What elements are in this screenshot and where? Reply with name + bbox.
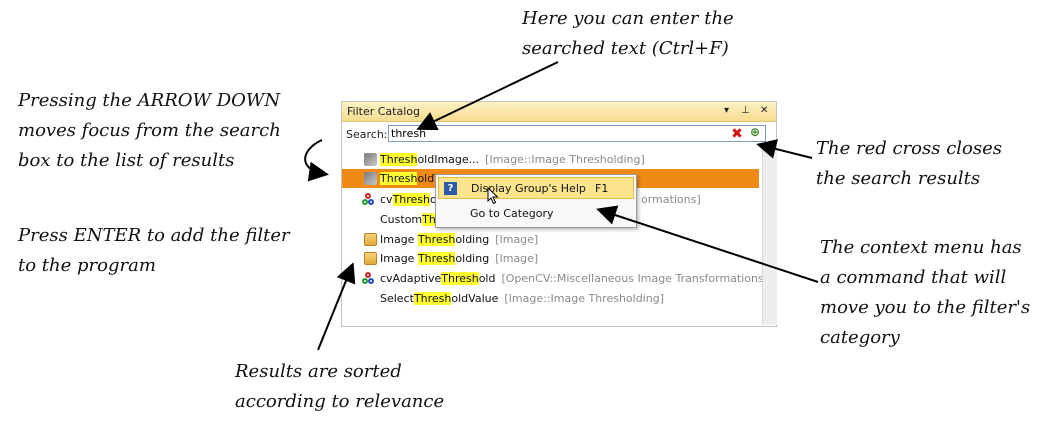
help-icon: ? bbox=[444, 182, 457, 195]
annotation-line: box to the list of results bbox=[18, 150, 235, 171]
menu-item-label: Display Group's Help bbox=[471, 182, 586, 195]
menu-item-go-to-category[interactable]: Go to Category bbox=[438, 203, 634, 225]
annotation-search-field: Here you can enter the searched text (Ct… bbox=[522, 4, 734, 64]
annotation-line: Here you can enter the bbox=[522, 8, 734, 29]
list-item[interactable]: SelectThresholdValue[Image::Image Thresh… bbox=[380, 292, 664, 305]
context-menu: ? Display Group's Help F1 Go to Category bbox=[435, 174, 637, 228]
search-row: Search: bbox=[342, 122, 776, 146]
annotation-arrow-down: Pressing the ARROW DOWN moves focus from… bbox=[18, 86, 281, 176]
annotation-line: a command that will bbox=[820, 267, 1007, 288]
annotation-sorting: Results are sorted according to relevanc… bbox=[235, 357, 444, 417]
opencv-icon bbox=[362, 193, 375, 206]
tool-icon bbox=[364, 153, 377, 166]
list-item[interactable]: cvAdaptiveThreshold[OpenCV::Miscellaneou… bbox=[342, 269, 768, 288]
annotation-line: move you to the filter's bbox=[820, 297, 1031, 318]
list-item[interactable]: CustomThr bbox=[380, 213, 441, 226]
panel-title: Filter Catalog bbox=[347, 105, 420, 118]
list-item[interactable]: cvThreshol ormations] bbox=[342, 190, 759, 209]
menu-item-shortcut: F1 bbox=[595, 182, 609, 195]
menu-item-label: Go to Category bbox=[470, 207, 554, 220]
arrow-to-results bbox=[304, 139, 329, 182]
annotation-line: searched text (Ctrl+F) bbox=[522, 38, 729, 59]
list-item[interactable]: ThresholdImage...[Image::Image Threshold… bbox=[342, 150, 759, 169]
close-icon[interactable]: ✕ bbox=[760, 105, 769, 116]
pin-icon[interactable]: ⊥ bbox=[741, 105, 750, 116]
annotation-line: to the program bbox=[18, 255, 156, 276]
opencv-icon bbox=[362, 272, 375, 285]
add-search-icon[interactable]: ⊕ bbox=[749, 125, 761, 139]
search-label: Search: bbox=[346, 128, 388, 141]
annotation-red-cross: The red cross closes the search results bbox=[816, 134, 1002, 194]
mouse-cursor-icon bbox=[487, 187, 499, 205]
annotation-line: the search results bbox=[816, 168, 981, 189]
annotation-line: category bbox=[820, 327, 900, 348]
clear-search-icon[interactable]: ✖ bbox=[731, 126, 743, 142]
list-item[interactable]: Image Thresholding[Image] bbox=[342, 249, 759, 268]
annotation-line: Press ENTER to add the filter bbox=[18, 225, 290, 246]
annotation-line: The red cross closes bbox=[816, 138, 1002, 159]
scrollbar[interactable] bbox=[762, 148, 777, 325]
annotation-line: Results are sorted bbox=[235, 361, 402, 382]
filter-catalog-panel: Filter Catalog ▾ ⊥ ✕ Search: ThresholdIm… bbox=[341, 101, 777, 327]
annotation-line: moves focus from the search bbox=[18, 120, 281, 141]
search-input[interactable] bbox=[388, 125, 766, 142]
panel-titlebar: Filter Catalog ▾ ⊥ ✕ bbox=[342, 102, 776, 122]
list-item[interactable]: Image Thresholding[Image] bbox=[342, 230, 759, 249]
folder-icon bbox=[364, 233, 377, 246]
annotation-line: according to relevance bbox=[235, 391, 445, 412]
annotation-line: Pressing the ARROW DOWN bbox=[18, 90, 281, 111]
annotation-line: The context menu has bbox=[820, 237, 1022, 258]
tool-icon bbox=[364, 172, 377, 185]
folder-icon bbox=[364, 252, 377, 265]
annotation-context-menu: The context menu has a command that will… bbox=[820, 233, 1030, 353]
menu-item-display-help[interactable]: ? Display Group's Help F1 bbox=[438, 177, 634, 199]
annotation-enter: Press ENTER to add the filter to the pro… bbox=[18, 221, 290, 281]
dropdown-icon[interactable]: ▾ bbox=[724, 105, 730, 116]
